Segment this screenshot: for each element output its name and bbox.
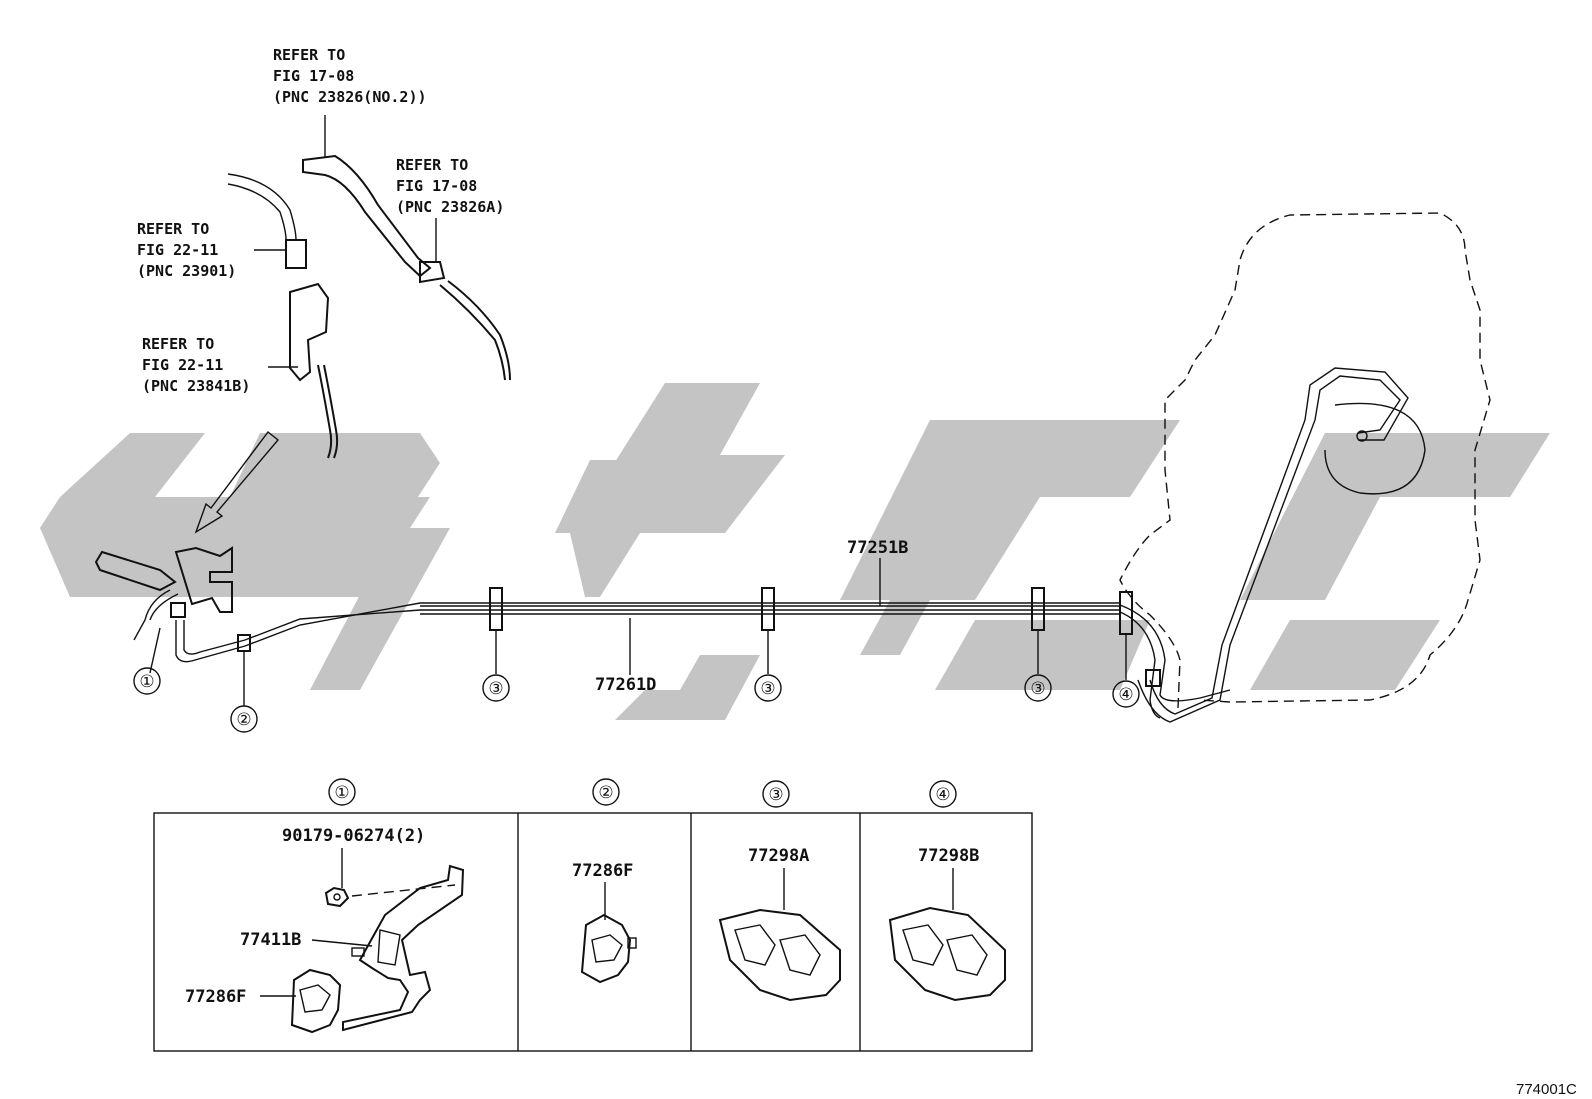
part-label-upper-tube: 77251B [847,538,908,606]
svg-text:REFER TO: REFER TO [273,46,345,64]
detail-header-1: ① [334,783,349,803]
detail-table-frame [153,812,1033,1052]
callout-3a: ③ [482,630,510,702]
svg-text:③: ③ [1030,679,1045,699]
callout-3b: ③ [754,630,782,702]
callout-2: ② [230,651,258,733]
tube-fitting [1145,669,1161,687]
detail-box-4: 77298B [888,846,1006,1002]
watermark-stroke-8 [935,620,1150,690]
double-clamp-icon-b [888,906,1006,1002]
svg-text:(PNC 23826(NO.2)): (PNC 23826(NO.2)) [273,88,427,106]
hose-23826-no2 [302,115,432,278]
connector-23841b [268,282,339,459]
detail-header-4: ④ [935,785,950,805]
callout-3c: ③ [1024,630,1052,702]
fuel-tank-outline [1119,212,1491,709]
svg-text:FIG 22-11: FIG 22-11 [142,356,223,374]
watermark-stroke-7 [840,420,1180,655]
svg-text:FIG 17-08: FIG 17-08 [273,67,354,85]
svg-text:REFER TO: REFER TO [396,156,468,174]
hose-23826a [419,218,511,381]
watermark-stroke-9 [1240,433,1550,600]
reference-label-3: REFER TO FIG 22-11 (PNC 23901) [137,220,236,280]
detail-header-3: ③ [768,785,783,805]
reference-label-1: REFER TO FIG 17-08 (PNC 23826(NO.2)) [273,46,427,106]
watermark-stroke-3 [310,528,450,690]
double-clamp-icon-a [718,908,841,1002]
watermark-stroke-1 [40,433,430,597]
svg-text:FIG 22-11: FIG 22-11 [137,241,218,259]
direction-arrow [194,431,279,534]
detail-box-1: 90179-06274(2) 77411B 77286F [185,826,465,1034]
bracket-part-number: 77411B [240,930,301,950]
clamp-part-number-3: 77298A [748,846,809,866]
bracket-icon [342,864,465,1032]
fuel-tube-assembly [94,367,1409,723]
figure-code: 774001C [1516,1081,1577,1098]
bolt-nut-icon [324,886,350,908]
hose-23901 [227,173,307,269]
svg-text:77251B: 77251B [847,538,908,558]
watermark-stroke-4 [570,383,785,597]
detail-box-3: 77298A [718,846,841,1002]
callout-4: ④ [1112,634,1140,708]
detail-headers: ① ② ③ ④ [328,778,957,808]
watermark-stroke-6 [615,655,760,720]
svg-text:REFER TO: REFER TO [142,335,214,353]
svg-text:①: ① [139,672,154,692]
clamp-part-number-1: 77286F [185,987,246,1007]
svg-text:FIG 17-08: FIG 17-08 [396,177,477,195]
part-label-lower-tube: 77261D [595,618,656,695]
watermark-stroke-2 [230,433,440,497]
svg-text:(PNC 23826A): (PNC 23826A) [396,198,504,216]
svg-text:77261D: 77261D [595,675,656,695]
watermark-logo [40,383,1550,720]
bolt-part-number: 90179-06274(2) [282,826,425,846]
svg-text:③: ③ [488,679,503,699]
clamp-icon-2 [580,913,637,984]
clamp-part-number-2: 77286F [572,861,633,881]
watermark-stroke-10 [1250,620,1440,690]
detail-box-2: 77286F [572,861,637,984]
reference-label-4: REFER TO FIG 22-11 (PNC 23841B) [142,335,250,395]
svg-text:③: ③ [760,679,775,699]
reference-label-2: REFER TO FIG 17-08 (PNC 23826A) [396,156,504,216]
svg-text:REFER TO: REFER TO [137,220,209,238]
clamp-part-number-4: 77298B [918,846,979,866]
detail-header-2: ② [598,783,613,803]
clamp-3a [489,587,503,631]
callout-1: ① [133,627,161,695]
svg-text:②: ② [236,710,251,730]
svg-text:④: ④ [1118,685,1133,705]
svg-text:(PNC 23901): (PNC 23901) [137,262,236,280]
svg-text:(PNC 23841B): (PNC 23841B) [142,377,250,395]
clamp-icon-1 [290,968,342,1034]
watermark-stroke-5 [555,460,660,533]
clamp-3b [761,587,775,631]
